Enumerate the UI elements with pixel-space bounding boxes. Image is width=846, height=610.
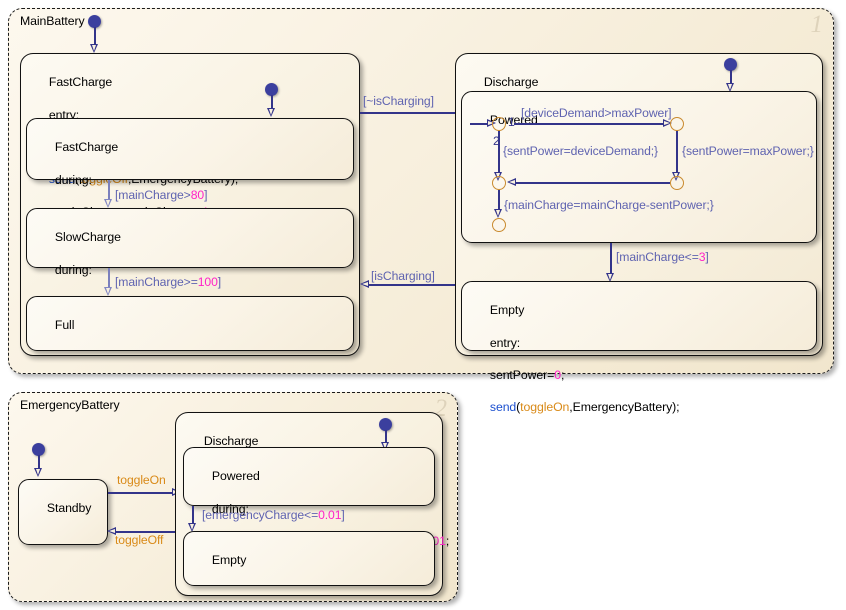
default-transition-arrow-fastcharge xyxy=(90,44,98,53)
transition-arrow-powered-to-empty-emergency xyxy=(188,523,196,532)
state-full-label: Full xyxy=(54,318,75,333)
state-standby-label: Standby xyxy=(46,501,92,516)
transition-line-toggle-off[interactable] xyxy=(113,531,175,533)
junction-e[interactable] xyxy=(492,218,506,232)
default-transition-dot-standby xyxy=(32,443,45,456)
transition-line-powered-to-empty-emergency[interactable] xyxy=(192,506,194,526)
flow-label-sent-power-max: {sentPower=maxPower;} xyxy=(682,144,814,158)
chart-index-1: 1 xyxy=(810,11,824,38)
state-powered-emergency[interactable]: Powered during: emergencyCharge=emergenc… xyxy=(183,447,449,548)
default-transition-line-standby xyxy=(38,455,40,471)
state-empty-main[interactable]: Empty entry: sentPower=0; send(toggleOn,… xyxy=(461,281,817,414)
transition-arrow-powered-to-empty xyxy=(606,273,614,282)
junction-order-2: 2 xyxy=(493,134,500,148)
junction-b[interactable] xyxy=(670,117,684,131)
transition-line-fast-to-slow[interactable] xyxy=(108,180,110,202)
default-transition-line-powered xyxy=(730,70,732,86)
flow-label-device-demand: [deviceDemand>maxPower] xyxy=(521,106,672,120)
transition-arrow-slow-to-full xyxy=(104,287,112,296)
default-transition-arrow-standby xyxy=(34,468,42,477)
default-transition-line-fastcharge-inner xyxy=(271,95,273,111)
state-standby[interactable]: Standby xyxy=(18,479,108,545)
transition-label-slow-to-full: [mainCharge>=100] xyxy=(115,275,222,289)
state-full[interactable]: Full xyxy=(26,296,354,351)
chart-emergency-battery-label: EmergencyBattery xyxy=(20,398,120,412)
default-transition-dot-powered-emergency xyxy=(379,418,392,431)
default-transition-arrow-powered xyxy=(726,83,734,92)
flow-line-b-to-d[interactable] xyxy=(676,131,678,177)
default-transition-line-powered-emergency xyxy=(385,430,387,445)
flow-line-a-to-c[interactable] xyxy=(498,131,500,177)
flow-label-sent-power-device: {sentPower=deviceDemand;} xyxy=(503,144,659,158)
state-empty-emergency-label: Empty xyxy=(211,553,247,568)
default-transition-dot-fastcharge xyxy=(88,15,101,28)
transition-arrow-toggle-off xyxy=(107,527,116,535)
state-powered[interactable]: Powered xyxy=(461,91,817,243)
transition-line-slow-to-full[interactable] xyxy=(108,268,110,290)
transition-line-powered-to-empty[interactable] xyxy=(610,243,612,276)
transition-arrow-fast-to-slow xyxy=(104,199,112,208)
transition-label-toggle-on: toggleOn xyxy=(117,473,166,487)
transition-label-powered-to-empty-emergency: [emergencyCharge<=0.01] xyxy=(202,508,345,522)
flow-arrow-a-to-b xyxy=(663,119,672,127)
junction-order-1: 1 xyxy=(508,115,515,129)
flow-arrow-entry-stub xyxy=(487,119,496,127)
flow-label-main-charge: {mainCharge=mainCharge-sentPower;} xyxy=(504,198,714,212)
flow-line-entry-stub xyxy=(470,123,488,125)
default-transition-dot-powered xyxy=(724,58,737,71)
transition-arrow-is-charging xyxy=(360,280,369,288)
transition-label-fast-to-slow: [mainCharge>80] xyxy=(115,188,208,202)
junction-c[interactable] xyxy=(492,176,506,190)
junction-d[interactable] xyxy=(670,176,684,190)
chart-main-battery-label: MainBattery xyxy=(20,14,85,28)
state-discharge-label: Discharge xyxy=(483,75,539,90)
flow-arrow-d-to-c xyxy=(507,178,516,186)
transition-line-is-charging[interactable] xyxy=(365,284,457,286)
state-slow-charge[interactable]: SlowCharge during: mainCharge=mainCharge… xyxy=(26,208,354,309)
default-transition-dot-fastcharge-inner xyxy=(265,83,278,96)
transition-label-powered-to-empty: [mainCharge<=3] xyxy=(616,250,709,264)
default-transition-arrow-fastcharge-inner xyxy=(267,108,275,117)
default-transition-arrow-powered-emergency xyxy=(381,442,389,451)
flow-line-c-to-e[interactable] xyxy=(498,190,500,212)
transition-label-toggle-off: toggleOff xyxy=(115,533,164,547)
flow-line-a-to-b[interactable] xyxy=(514,123,664,125)
state-empty-main-label: Empty entry: sentPower=0; send(toggleOn,… xyxy=(489,303,680,415)
transition-label-is-charging: [isCharging] xyxy=(371,269,435,283)
state-discharge-emergency-label: Discharge xyxy=(203,434,259,449)
state-empty-emergency[interactable]: Empty xyxy=(183,531,435,586)
transition-label-not-charging: [~isCharging] xyxy=(363,94,434,108)
transition-line-not-charging[interactable] xyxy=(360,112,455,114)
state-fast-charge-inner[interactable]: FastCharge during: mainCharge=mainCharge… xyxy=(26,118,354,219)
flow-line-d-to-c[interactable] xyxy=(513,182,670,184)
junction-a[interactable] xyxy=(492,117,506,131)
default-transition-line-fastcharge xyxy=(94,27,96,47)
transition-line-toggle-on[interactable] xyxy=(108,492,173,494)
flow-arrow-c-to-e xyxy=(494,209,502,218)
